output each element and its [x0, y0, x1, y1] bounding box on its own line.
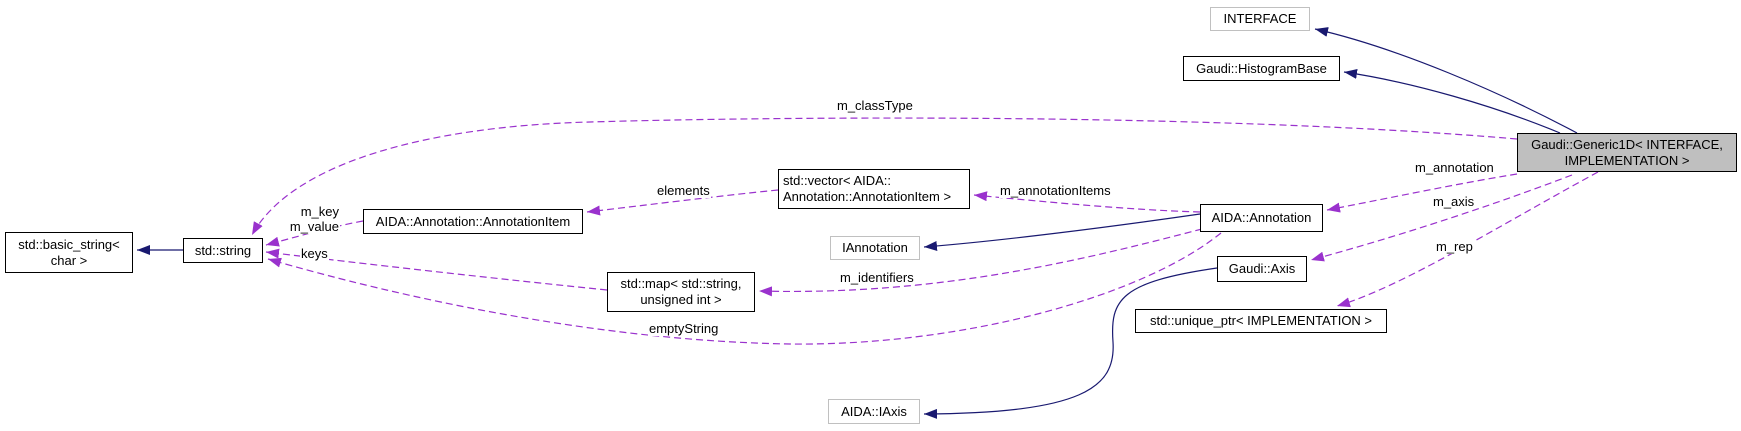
- edge-label-m-value: m_value: [289, 219, 339, 234]
- edge-label-m-key: m_key: [300, 204, 339, 219]
- edge-label-m-axis: m_axis: [1432, 194, 1476, 209]
- edge-label-elements: elements: [656, 183, 711, 198]
- edge-m-axis: [1310, 174, 1573, 262]
- node-label: IAnnotation: [842, 240, 908, 256]
- edge-inherit-histogram-base: [1343, 68, 1561, 134]
- node-label: std::vector< AIDA::: [783, 173, 892, 189]
- edge-m-classtype: [251, 117, 1518, 236]
- edge-inherit-interface: [1314, 27, 1578, 134]
- node-label: Gaudi::Generic1D< INTERFACE,: [1531, 136, 1723, 152]
- node-label: AIDA::IAxis: [841, 403, 907, 419]
- edge-label-m-classtype: m_classType: [836, 98, 914, 113]
- node-aida-annotation[interactable]: AIDA::Annotation: [1200, 204, 1323, 232]
- node-label: unsigned int >: [640, 292, 722, 307]
- node-label: INTERFACE: [1223, 11, 1297, 27]
- node-std-vector-annotationitem[interactable]: std::vector< AIDA:: Annotation::Annotati…: [778, 169, 970, 209]
- edge-label-m-annotation: m_annotation: [1414, 160, 1495, 175]
- node-std-string[interactable]: std::string: [183, 238, 263, 263]
- edge-label-emptystring: emptyString: [648, 321, 720, 336]
- node-aida-annotation-annotationitem[interactable]: AIDA::Annotation::AnnotationItem: [363, 209, 583, 234]
- node-std-unique-ptr[interactable]: std::unique_ptr< IMPLEMENTATION >: [1135, 309, 1387, 333]
- node-label: IMPLEMENTATION >: [1564, 152, 1690, 168]
- edge-m-identifiers: [758, 228, 1203, 297]
- edge-emptystring: [267, 232, 1222, 345]
- node-aida-iaxis[interactable]: AIDA::IAxis: [828, 399, 920, 424]
- edge-label-m-rep: m_rep: [1435, 239, 1474, 254]
- edge-inherit-iaxis: [923, 267, 1218, 419]
- edge-m-rep: [1336, 171, 1599, 308]
- edge-label-m-key-m-value: m_key m_value: [280, 204, 340, 234]
- edge-label-keys: keys: [300, 246, 329, 261]
- node-gaudi-axis[interactable]: Gaudi::Axis: [1217, 256, 1307, 282]
- edge-label-m-identifiers: m_identifiers: [839, 270, 915, 285]
- node-label: Gaudi::HistogramBase: [1196, 60, 1327, 76]
- node-label: AIDA::Annotation: [1211, 210, 1312, 226]
- node-iannotation[interactable]: IAnnotation: [830, 236, 920, 260]
- node-gaudi-generic1d: Gaudi::Generic1D< INTERFACE, IMPLEMENTAT…: [1517, 133, 1737, 172]
- node-label: std::unique_ptr< IMPLEMENTATION >: [1149, 313, 1373, 329]
- node-label: std::basic_string<: [18, 236, 120, 252]
- node-label: Annotation::AnnotationItem >: [783, 189, 952, 204]
- edge-m-annotation: [1326, 173, 1518, 213]
- node-interface[interactable]: INTERFACE: [1210, 7, 1310, 31]
- node-gaudi-histogrambase[interactable]: Gaudi::HistogramBase: [1183, 56, 1340, 81]
- edge-keys: [265, 248, 608, 291]
- edge-label-m-annotationitems: m_annotationItems: [999, 183, 1112, 198]
- node-label: AIDA::Annotation::AnnotationItem: [375, 213, 571, 229]
- node-label: std::map< std::string,: [620, 276, 742, 292]
- node-std-basic-string[interactable]: std::basic_string< char >: [5, 232, 133, 273]
- edge-elements: [586, 189, 779, 216]
- node-label: Gaudi::Axis: [1228, 261, 1296, 277]
- node-label: char >: [50, 252, 88, 268]
- edge-inherit-iannotation: [923, 213, 1201, 251]
- node-std-map[interactable]: std::map< std::string, unsigned int >: [607, 272, 755, 312]
- node-label: std::string: [194, 242, 252, 258]
